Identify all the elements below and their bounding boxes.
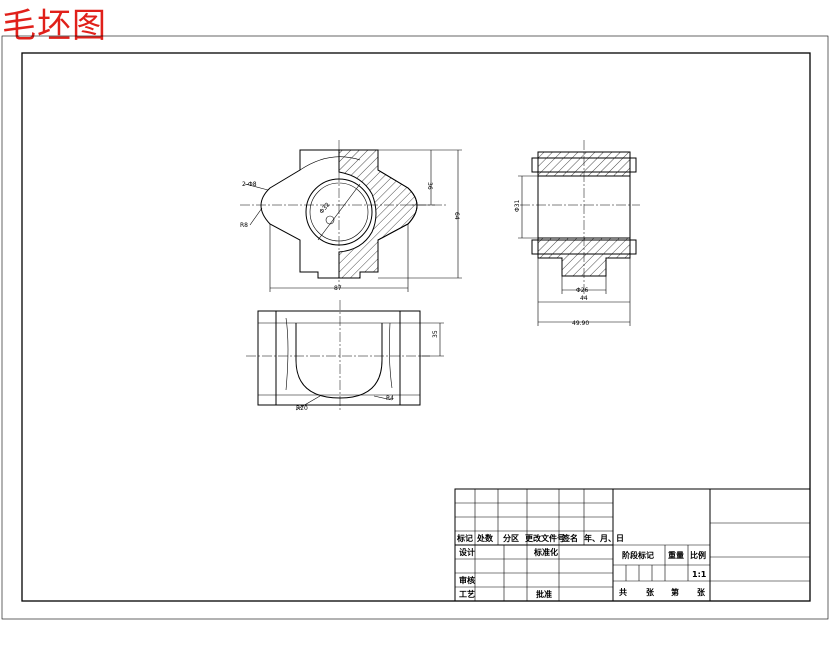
side-bottom-body xyxy=(537,237,631,277)
side-view: Φ31 Φ26 44 49.90 xyxy=(514,140,640,327)
tb-scale-value: 1:1 xyxy=(692,570,707,579)
dim-inner-width: 44 xyxy=(580,295,588,302)
dim-height-top: 35 xyxy=(432,330,439,338)
outer-border xyxy=(1,35,829,620)
dim-height-total: 64 xyxy=(453,212,460,220)
tb-total: 共 xyxy=(619,587,627,597)
top-view: 35 R20 R4 xyxy=(246,300,444,412)
inner-border xyxy=(21,52,811,602)
tb-header-0: 标记 xyxy=(456,533,473,543)
tb-sheets2: 张 xyxy=(697,588,706,597)
dim-small: R4 xyxy=(386,395,394,402)
label-r: R8 xyxy=(240,222,248,229)
tb-stage-mark: 阶段标记 xyxy=(622,550,654,560)
dim-radius: R20 xyxy=(296,405,308,412)
dim-outer-width: 49.90 xyxy=(572,320,589,327)
tb-approve: 批准 xyxy=(536,589,552,599)
tb-header-5: 年、月、日 xyxy=(584,533,624,543)
dim-slot: Φ26 xyxy=(576,287,589,294)
tb-process: 工艺 xyxy=(459,589,475,599)
dim-height-upper: 36 xyxy=(426,182,433,190)
dim-width: 87 xyxy=(334,285,342,292)
tb-header-3: 更改文件号 xyxy=(525,533,565,543)
tb-weight: 重量 xyxy=(668,550,684,560)
tb-scale-label: 比例 xyxy=(690,550,706,560)
dim-bore: Φ31 xyxy=(514,199,521,212)
tb-design: 设计 xyxy=(459,547,475,557)
tb-header-4: 签名 xyxy=(561,533,578,543)
tb-sheets1: 张 xyxy=(646,588,655,597)
tb-header-2: 分区 xyxy=(503,533,519,543)
front-view: 2-Φ8 R8 Φ32 36 64 87 xyxy=(240,140,462,292)
tb-review: 审核 xyxy=(459,575,475,585)
title-block: 标记 处数 分区 更改文件号 签名 年、月、日 设计 标准化 审核 工艺 批准 … xyxy=(454,488,811,602)
tb-standardization: 标准化 xyxy=(533,547,558,557)
tb-header-1: 处数 xyxy=(476,533,494,543)
dim-diameter: Φ32 xyxy=(318,201,331,215)
drawing-title: 毛坯图 xyxy=(2,6,107,46)
tb-page: 第 xyxy=(671,587,679,597)
label-2holes: 2-Φ8 xyxy=(242,181,257,188)
